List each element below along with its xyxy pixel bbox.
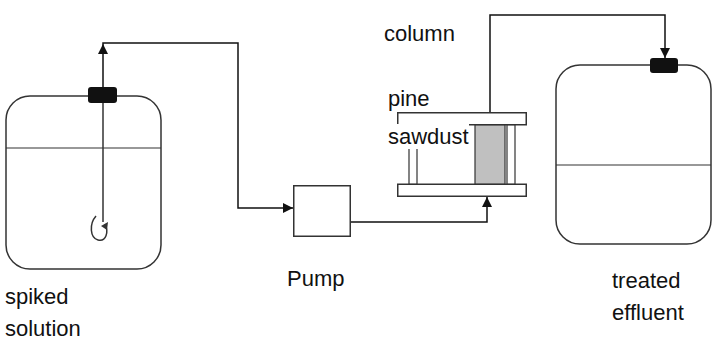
node-label: treated effluent <box>612 265 716 329</box>
node-label: spiked solution <box>5 281 125 345</box>
node-label: Pump <box>287 263 367 295</box>
feed-tank: spiked solution <box>5 87 162 270</box>
effluent-tank: treated effluent <box>555 58 712 245</box>
flow-line <box>490 15 665 112</box>
outline <box>555 58 712 245</box>
part-label: pine sawdust <box>388 80 474 156</box>
outline <box>5 87 162 270</box>
flow-line <box>351 197 487 222</box>
node-label: column <box>384 18 484 50</box>
part-label-text: pine sawdust <box>388 86 469 149</box>
outline <box>293 185 351 237</box>
flow-line <box>103 43 293 208</box>
stirrer-arrowhead <box>101 222 108 230</box>
stirrer-shaft <box>102 100 104 222</box>
pump-box: Pump <box>293 185 351 237</box>
